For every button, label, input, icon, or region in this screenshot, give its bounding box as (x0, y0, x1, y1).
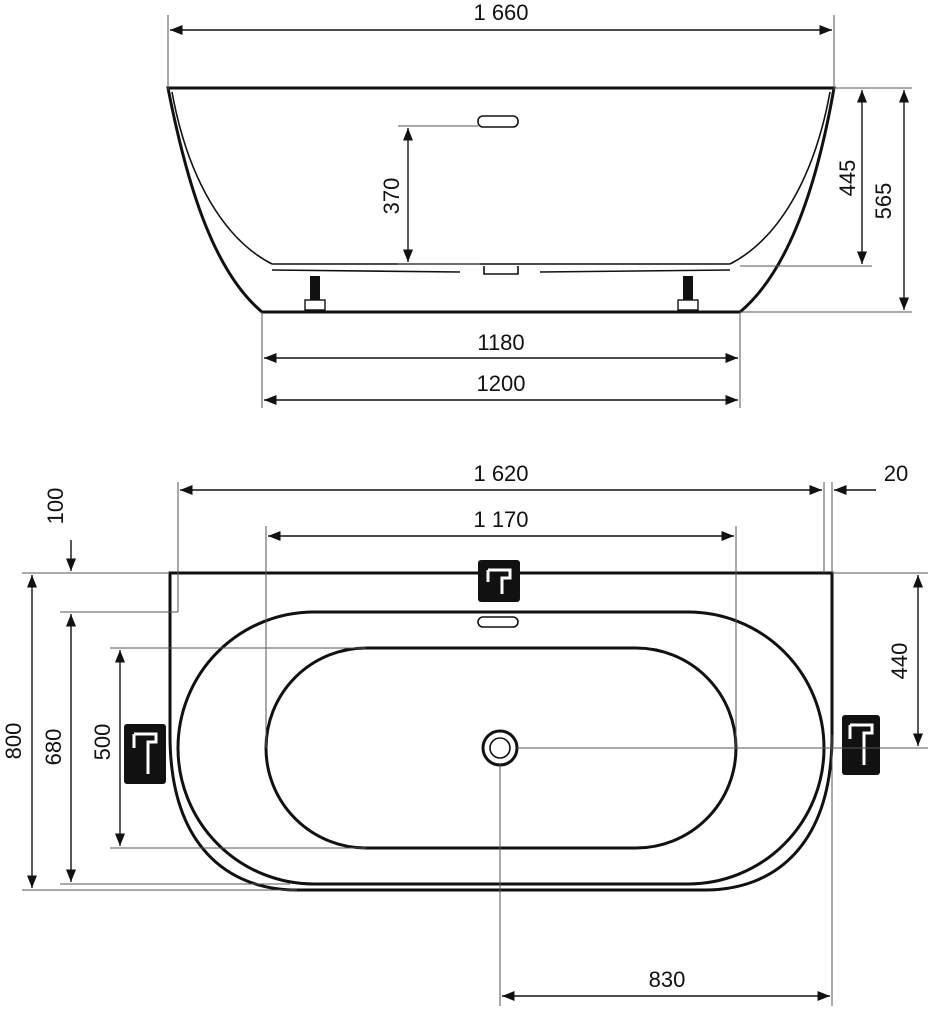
dim-wall-gap-label: 20 (884, 461, 908, 486)
drain-inner (489, 737, 511, 759)
tub-inner-floor (271, 263, 731, 273)
top-view: 1 620 20 1 170 100 800 680 500 440 (1, 461, 928, 1006)
drain-outer (481, 729, 519, 767)
dim-overflow-height-label: 370 (379, 178, 404, 215)
dim-base-inner-label: 1180 (477, 330, 524, 355)
faucet-icon (842, 715, 880, 775)
dim-back-offset-label: 100 (43, 488, 68, 525)
dim-drain-from-back-label: 440 (887, 643, 912, 680)
faucet-icon (478, 560, 520, 602)
tub-side-outline (166, 86, 836, 314)
dim-inner-height-label: 445 (835, 160, 860, 197)
overflow-top (477, 616, 519, 628)
overflow-slot (477, 115, 519, 128)
dim-drain-from-side-label: 830 (649, 967, 686, 992)
foot-right (677, 276, 699, 311)
dim-base-outer-label: 1200 (477, 371, 526, 396)
side-view: 1 660 370 445 565 1180 1200 (166, 0, 912, 408)
dim-top-overall-label: 1 620 (473, 461, 528, 486)
dim-total-width-label: 800 (1, 723, 26, 760)
tub-inner-wall-right (729, 91, 831, 265)
dim-overall-length-label: 1 660 (473, 0, 528, 25)
dim-inner-width-label: 500 (90, 724, 115, 761)
drain-pipe (483, 266, 519, 275)
tub-top-outline (168, 571, 834, 892)
dim-rim-width-label: 680 (41, 729, 66, 766)
dim-total-height-label: 565 (871, 183, 896, 220)
dim-inner-length-label: 1 170 (473, 507, 528, 532)
tub-inner-wall-left (171, 91, 273, 265)
foot-left (304, 276, 326, 311)
faucet-icon (124, 724, 166, 784)
